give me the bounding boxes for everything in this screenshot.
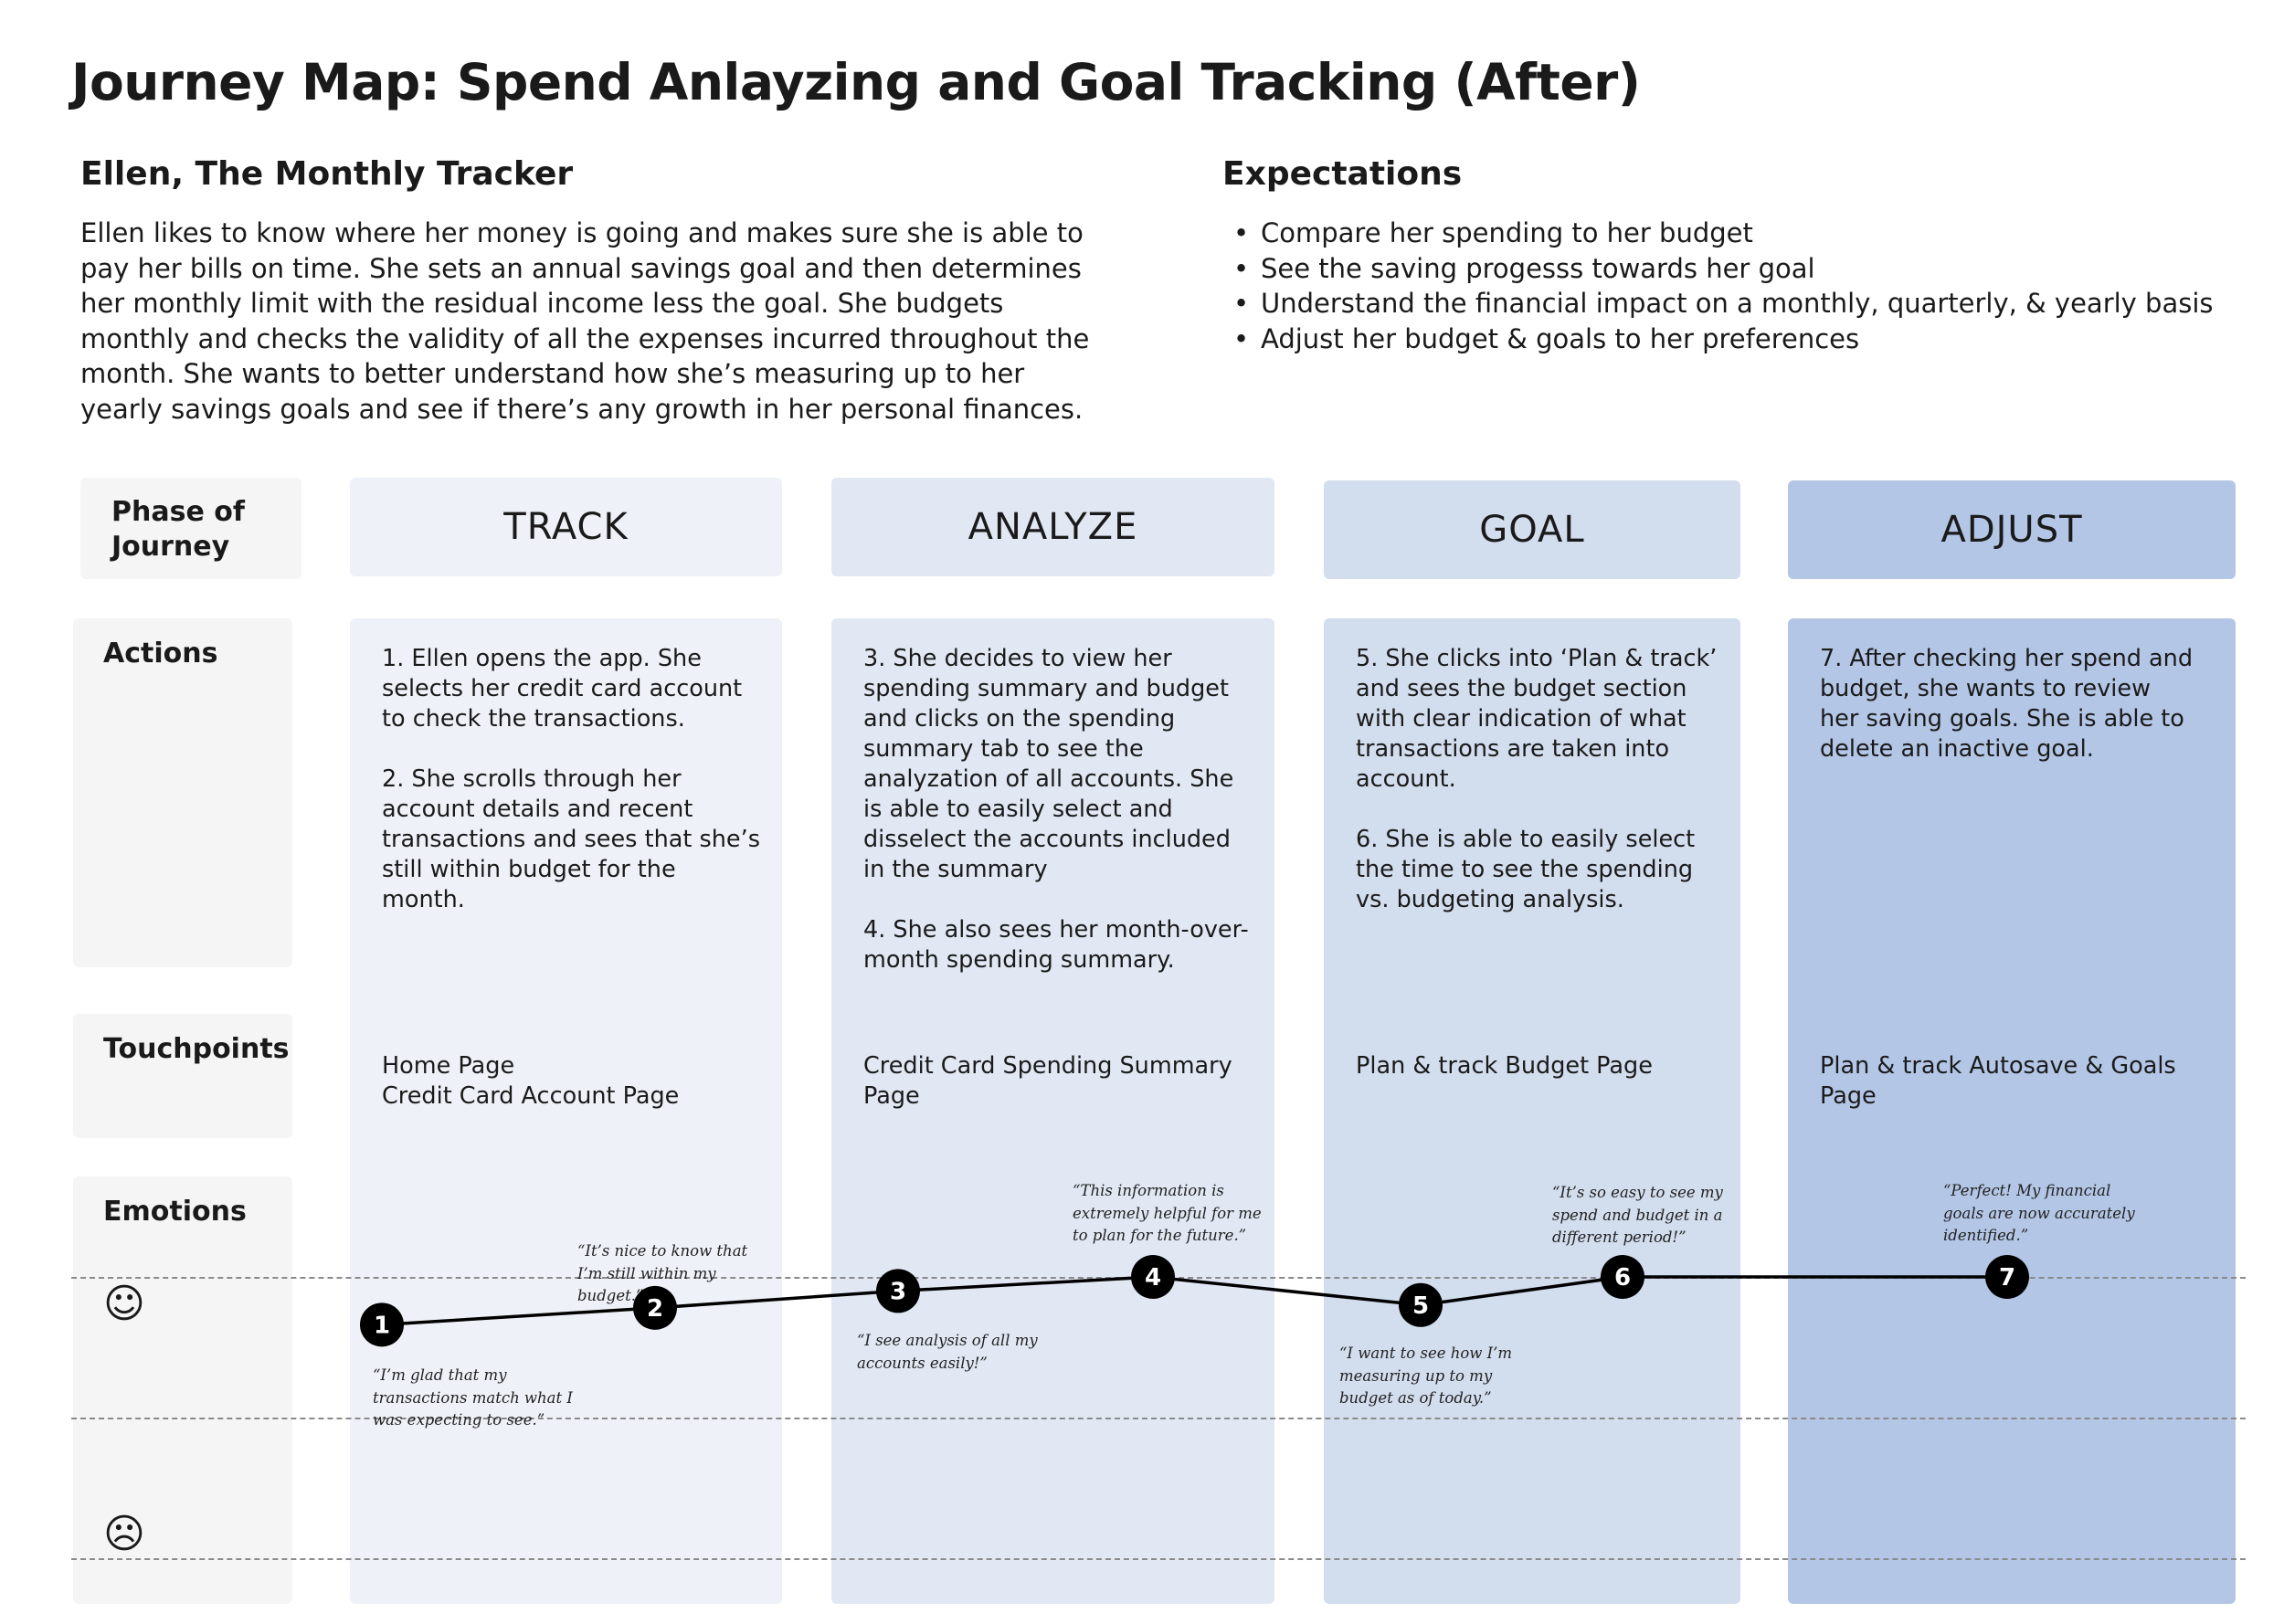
frowning-face-icon: ☹	[103, 1511, 145, 1557]
emotion-quote: “I see analysis of all my accounts easil…	[857, 1332, 1038, 1372]
touchpoint: Credit Card Account Page	[382, 1082, 680, 1110]
emotion-quote: “It’s nice to know that I’m still within…	[577, 1242, 748, 1304]
action-step: 1. Ellen opens the app. She selects her …	[382, 645, 743, 733]
touchpoints-label-box: Touchpoints	[73, 1014, 292, 1138]
expectations-list: Compare her spending to her budget See t…	[1233, 216, 2214, 356]
emotions-label-box: Emotions	[73, 1176, 292, 1604]
phase-adjust: ADJUST	[1788, 480, 2236, 579]
action-step: 6. She is able to easily select the time…	[1356, 826, 1696, 913]
smiling-face-icon: ☺	[103, 1281, 145, 1327]
emotion-quote: “This information is extremely helpful f…	[1073, 1182, 1262, 1244]
expectation-item: See the saving progesss towards her goal	[1233, 251, 2214, 287]
touchpoint: Credit Card Spending Summary Page	[863, 1052, 1232, 1110]
phase-title: ANALYZE	[968, 506, 1138, 548]
goal-actions: 5. She clicks into ‘Plan & track’ and se…	[1356, 644, 1721, 915]
actions-label: Actions	[103, 638, 218, 670]
adjust-touchpoints: Plan & track Autosave & Goals Page	[1820, 1051, 2185, 1112]
touchpoint: Home Page	[382, 1052, 515, 1080]
emotion-quote: “I want to see how I’m measuring up to m…	[1339, 1345, 1513, 1407]
actions-label-box: Actions	[73, 618, 292, 967]
touchpoint: Plan & track Budget Page	[1356, 1052, 1653, 1080]
track-column	[350, 618, 782, 1604]
action-step: 5. She clicks into ‘Plan & track’ and se…	[1356, 645, 1718, 793]
phase-label: Phase of Journey	[111, 496, 245, 563]
phase-title: TRACK	[503, 506, 629, 548]
sad-reference-line	[71, 1558, 2246, 1560]
expectation-item: Compare her spending to her budget	[1233, 216, 2214, 251]
phase-goal: GOAL	[1324, 480, 1740, 579]
emotion-quote: “I’m glad that my transactions match wha…	[373, 1366, 573, 1429]
action-step: 7. After checking her spend and budget, …	[1820, 645, 2193, 763]
phase-title: GOAL	[1479, 509, 1585, 551]
emotion-quote: “It’s so easy to see my spend and budget…	[1552, 1184, 1723, 1246]
phase-title: ADJUST	[1940, 509, 2083, 551]
persona-name: Ellen, The Monthly Tracker	[80, 155, 574, 193]
adjust-actions: 7. After checking her spend and budget, …	[1820, 644, 2194, 765]
persona-description: Ellen likes to know where her money is g…	[80, 217, 1090, 425]
touchpoint: Plan & track Autosave & Goals Page	[1820, 1052, 2176, 1110]
touchpoints-label: Touchpoints	[103, 1033, 290, 1065]
neutral-reference-line	[71, 1418, 2246, 1419]
analyze-touchpoints: Credit Card Spending Summary Page	[863, 1051, 1265, 1112]
expectation-item: Adjust her budget & goals to her prefere…	[1233, 322, 2214, 357]
phase-track: TRACK	[350, 478, 782, 576]
analyze-column	[831, 618, 1274, 1604]
track-touchpoints: Home Page Credit Card Account Page	[382, 1051, 764, 1112]
happy-reference-line	[71, 1277, 2246, 1279]
emotions-label: Emotions	[103, 1196, 247, 1228]
expectations-title: Expectations	[1222, 155, 1463, 193]
action-step: 4. She also sees her month-over-month sp…	[863, 916, 1249, 974]
phase-analyze: ANALYZE	[831, 478, 1274, 576]
track-actions: 1. Ellen opens the app. She selects her …	[382, 644, 764, 915]
goal-column	[1324, 618, 1740, 1604]
adjust-column	[1788, 618, 2236, 1604]
goal-touchpoints: Plan & track Budget Page	[1356, 1051, 1721, 1081]
action-step: 2. She scrolls through her account detai…	[382, 765, 760, 913]
page-title: Journey Map: Spend Anlayzing and Goal Tr…	[71, 53, 1641, 111]
expectation-item: Understand the financial impact on a mon…	[1233, 286, 2214, 322]
action-step: 3. She decides to view her spending summ…	[863, 645, 1234, 883]
emotion-quote: “Perfect! My financial goals are now acc…	[1943, 1182, 2135, 1244]
phase-label-box: Phase of Journey	[80, 478, 301, 579]
analyze-actions: 3. She decides to view her spending summ…	[863, 644, 1252, 975]
